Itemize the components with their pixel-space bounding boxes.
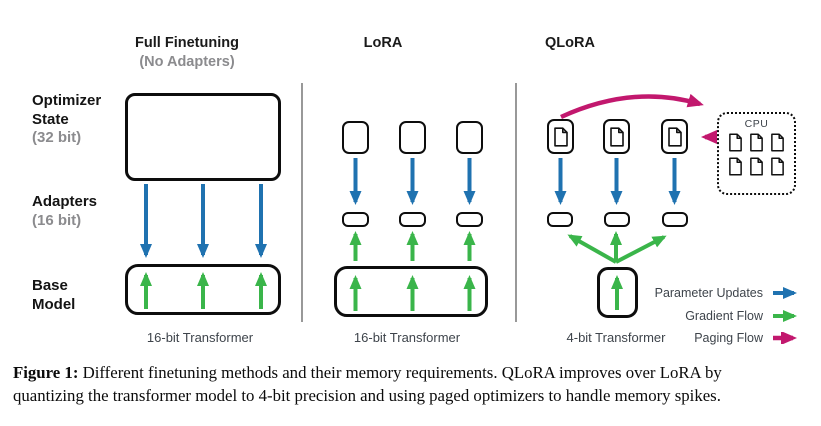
- footer-full-ft-transformer: 16-bit Transformer: [146, 330, 254, 345]
- row-label-line: State: [32, 110, 69, 128]
- qlora-optimizer-box-3: [661, 119, 688, 154]
- lora-optimizer-box-1: [342, 121, 369, 154]
- qlora-optimizer-box-1: [547, 119, 574, 154]
- legend-label: Paging Flow: [694, 331, 763, 345]
- lora-optimizer-box-2: [399, 121, 426, 154]
- qlora-adapter-box-2: [604, 212, 630, 227]
- page-icon: [667, 126, 682, 147]
- footer-lora-transformer: 16-bit Transformer: [353, 330, 461, 345]
- gradient-flow-arrow-icon: [773, 310, 797, 322]
- page-icon: [771, 133, 784, 152]
- row-label-precision: (16 bit): [32, 211, 82, 229]
- legend-item-parameter-updates: Parameter Updates: [655, 286, 800, 300]
- row-label-adapters: Adapters (16 bit): [32, 193, 132, 230]
- page-icon: [750, 133, 763, 152]
- column-title-qlora: QLoRA: [545, 35, 595, 51]
- caption-text: Different finetuning methods and their m…: [82, 363, 722, 382]
- qlora-adapter-box-3: [662, 212, 688, 227]
- legend-item-paging-flow: Paging Flow: [694, 331, 800, 345]
- lora-base-model-box: [334, 266, 488, 317]
- figure-caption: Figure 1: Different finetuning methods a…: [13, 361, 811, 407]
- lora-adapter-box-1: [342, 212, 369, 227]
- qlora-adapter-box-1: [547, 212, 573, 227]
- lora-adapter-box-3: [456, 212, 483, 227]
- qlora-optimizer-box-2: [603, 119, 630, 154]
- paging-flow-arrow-icon: [773, 332, 797, 344]
- page-icon: [553, 126, 568, 147]
- legend-item-gradient-flow: Gradient Flow: [685, 309, 800, 323]
- paging-flow-arc: [560, 93, 704, 120]
- page-icon: [729, 157, 742, 176]
- page-icon: [771, 157, 784, 176]
- row-label-line: Base: [32, 277, 68, 294]
- cpu-label: CPU: [744, 118, 769, 130]
- footer-qlora-transformer: 4-bit Transformer: [566, 330, 666, 345]
- full-ft-base-model-box: [125, 264, 281, 315]
- column-subtitle-full-finetuning: (No Adapters): [139, 54, 235, 70]
- page-icon: [750, 157, 763, 176]
- page-icon: [609, 126, 624, 147]
- full-ft-optimizer-box: [125, 93, 281, 181]
- row-label-base-model: Base Model: [32, 277, 132, 314]
- gradient-flow-arrow: [615, 235, 667, 264]
- row-label-precision: (32 bit): [32, 129, 82, 146]
- gradient-flow-arrow: [567, 234, 617, 264]
- lora-optimizer-box-3: [456, 121, 483, 154]
- row-label-line: Optimizer: [32, 92, 102, 109]
- legend-label: Parameter Updates: [654, 286, 763, 300]
- parameter-updates-arrow-icon: [773, 287, 797, 299]
- page-icon: [729, 133, 742, 152]
- caption-label: Figure 1:: [13, 363, 79, 382]
- column-title-lora: LoRA: [363, 35, 403, 51]
- cpu-paged-memory: [719, 133, 794, 176]
- qlora-base-model-box: [597, 267, 638, 318]
- caption-line-1: Figure 1: Different finetuning methods a…: [13, 361, 811, 384]
- row-label-optimizer-state: Optimizer State (32 bit): [32, 92, 132, 148]
- row-label-line: Model: [32, 295, 76, 313]
- row-label-line: Adapters: [32, 193, 98, 210]
- lora-adapter-box-2: [399, 212, 426, 227]
- cpu-box: CPU: [717, 112, 796, 195]
- legend-label: Gradient Flow: [685, 309, 763, 323]
- column-title-full-finetuning: Full Finetuning: [135, 35, 239, 51]
- caption-line-2: quantizing the transformer model to 4-bi…: [13, 386, 721, 405]
